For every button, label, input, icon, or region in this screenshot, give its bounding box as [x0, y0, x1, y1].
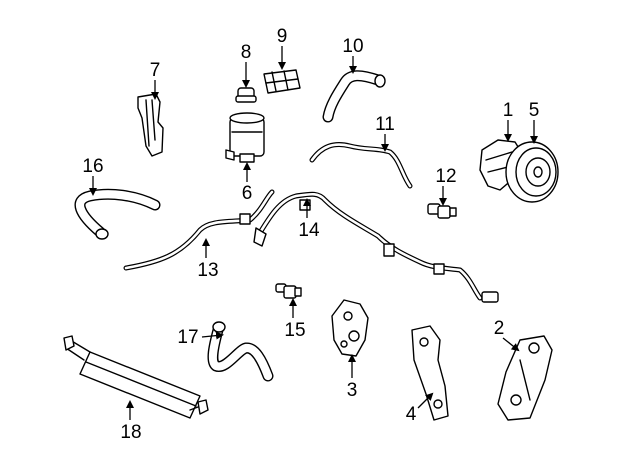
part-17-hose — [207, 321, 274, 382]
part-7-bracket — [137, 93, 164, 157]
callout-11: 11 — [375, 114, 395, 135]
callout-17: 17 — [177, 327, 198, 348]
part-4-bracket — [411, 325, 449, 421]
callout-labels: 1 2 3 4 5 6 7 8 9 10 11 12 13 14 15 16 1… — [82, 26, 539, 443]
callout-18: 18 — [120, 422, 141, 443]
callout-13: 13 — [197, 260, 218, 281]
part-12-switch — [427, 203, 457, 219]
leader-lines — [89, 46, 538, 420]
part-15-switch — [275, 283, 302, 299]
part-16-hose — [74, 188, 161, 240]
part-14-line — [253, 191, 499, 303]
callout-1: 1 — [503, 100, 514, 121]
callout-4: 4 — [406, 404, 417, 425]
callout-16: 16 — [82, 156, 103, 177]
callout-10: 10 — [342, 36, 363, 57]
part-6-reservoir — [225, 112, 265, 163]
part-3-bracket — [331, 299, 369, 357]
part-11-hose — [309, 142, 413, 189]
part-10-hose — [322, 70, 386, 123]
callout-14: 14 — [298, 220, 320, 241]
callout-9: 9 — [277, 26, 288, 47]
callout-5: 5 — [529, 100, 540, 121]
callout-12: 12 — [435, 166, 456, 187]
part-18-cooler — [63, 335, 209, 419]
callout-3: 3 — [347, 380, 358, 401]
part-8-cap — [235, 87, 257, 103]
callout-6: 6 — [242, 183, 253, 204]
part-9-insulator — [263, 69, 301, 94]
callout-2: 2 — [494, 318, 505, 339]
part-13-line — [123, 189, 275, 271]
callout-7: 7 — [150, 60, 161, 81]
callout-15: 15 — [284, 320, 305, 341]
part-5-pulley — [505, 141, 559, 203]
callout-8: 8 — [241, 42, 252, 63]
part-2-bracket — [497, 335, 553, 421]
